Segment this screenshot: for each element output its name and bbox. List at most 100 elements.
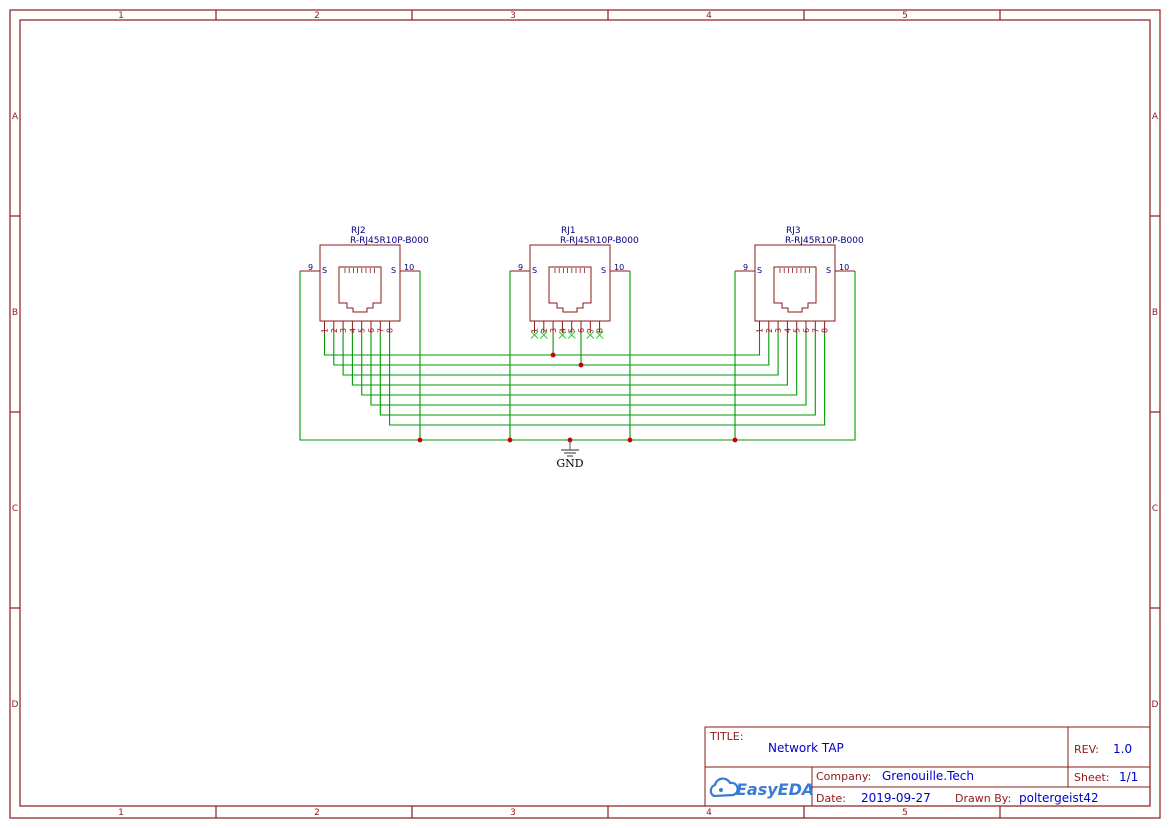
pin-5-number: 5 [793, 328, 802, 333]
pin-6-number: 6 [802, 328, 811, 333]
column-label-top-4: 4 [706, 11, 712, 21]
wire-pair-7 [379, 333, 816, 416]
row-label-right-c: C [1152, 504, 1158, 514]
inner-border [19, 19, 1151, 807]
jack-outline [338, 266, 382, 313]
junction-dot [507, 437, 513, 443]
gnd-rail [299, 271, 856, 441]
no-connect-marker [586, 331, 595, 339]
connector-body [754, 244, 836, 322]
part-number: R-RJ45R10P-B000 [785, 236, 864, 246]
wire-pair-6 [370, 333, 807, 406]
column-dividers [215, 10, 1001, 818]
pin-7-number: 7 [811, 328, 820, 333]
row-label-right-a: A [1152, 112, 1159, 122]
connector-body [319, 244, 401, 322]
row-label-left-a: A [12, 112, 19, 122]
pin-10-label: 10 [839, 263, 849, 272]
pin-6-number: 6 [577, 328, 586, 333]
column-label-bottom-5: 5 [902, 808, 908, 818]
wire-pair-4 [351, 333, 788, 386]
column-label-top-5: 5 [902, 11, 908, 21]
row-label-left-c: C [12, 504, 18, 514]
pin-9-label: 9 [743, 263, 748, 272]
ref-designator: RJ2 [351, 226, 366, 236]
rev-label: REV: [1074, 743, 1099, 756]
title-block: TITLE: Network TAP REV: 1.0 Company: Gre… [704, 726, 1151, 807]
junctions [417, 352, 738, 443]
junction-dot [550, 352, 556, 358]
no-connect-stroke [530, 331, 539, 339]
pin-4-number: 4 [348, 328, 357, 333]
shield-label-left: S [322, 266, 327, 275]
pin-3-number: 3 [339, 328, 348, 333]
no-connect-markers [530, 331, 604, 339]
drawn-by-label: Drawn By: [955, 792, 1011, 805]
wire-pair-1 [323, 333, 761, 356]
wire-pair-5 [361, 333, 798, 396]
pin-1-number: 1 [321, 328, 330, 333]
row-label-right-b: B [1152, 308, 1158, 318]
pin-2-number: 2 [540, 328, 549, 333]
shield-label-left: S [532, 266, 537, 275]
easyeda-logo: EasyEDA [736, 780, 814, 799]
no-connect-stroke [567, 331, 576, 339]
pin-6-number: 6 [367, 328, 376, 333]
pin-3-number: 3 [549, 328, 558, 333]
row-dividers [10, 215, 1160, 609]
junction-dot [578, 362, 584, 368]
column-label-top-2: 2 [314, 11, 320, 21]
column-label-bottom-2: 2 [314, 808, 320, 818]
shield-label-right: S [391, 266, 396, 275]
company-value: Grenouille.Tech [882, 769, 974, 783]
cloud-icon [709, 777, 739, 798]
pin-4-number: 4 [558, 328, 567, 333]
gnd-label: GND [556, 457, 583, 470]
pin-1-number: 1 [756, 328, 765, 333]
shield-label-left: S [757, 266, 762, 275]
column-label-bottom-4: 4 [706, 808, 712, 818]
part-number: R-RJ45R10P-B000 [350, 236, 429, 246]
column-label-bottom-3: 3 [510, 808, 516, 818]
column-label-bottom-1: 1 [118, 808, 124, 818]
wire-pair-2 [333, 333, 770, 366]
no-connect-stroke [595, 331, 604, 339]
pin-8-number: 8 [386, 328, 395, 333]
pin-4-number: 4 [783, 328, 792, 333]
pin-5-number: 5 [568, 328, 577, 333]
no-connect-marker [595, 331, 604, 339]
shield-label-right: S [826, 266, 831, 275]
sheet-value: 1/1 [1119, 770, 1138, 784]
junction-dot [732, 437, 738, 443]
pin-9-label: 9 [308, 263, 313, 272]
row-label-right-d: D [1152, 700, 1159, 710]
column-label-top-1: 1 [118, 11, 124, 21]
no-connect-marker [530, 331, 539, 339]
pin-2-number: 2 [765, 328, 774, 333]
row-label-left-b: B [12, 308, 18, 318]
no-connect-stroke [558, 331, 567, 339]
junction-dot [627, 437, 633, 443]
pin-7-number: 7 [376, 328, 385, 333]
title-label: TITLE: [709, 730, 743, 743]
outer-border [9, 9, 1161, 819]
junction-dot [417, 437, 423, 443]
no-connect-marker [539, 331, 548, 339]
pin-1-number: 1 [531, 328, 540, 333]
pin-2-number: 2 [330, 328, 339, 333]
rev-value: 1.0 [1113, 742, 1132, 756]
gnd-symbol[interactable]: GND [556, 440, 584, 470]
drawn-by-value: poltergeist42 [1019, 791, 1099, 805]
pin-10-label: 10 [404, 263, 414, 272]
pin-3-number: 3 [774, 328, 783, 333]
pin-8-number: 8 [596, 328, 605, 333]
pin-7-number: 7 [586, 328, 595, 333]
wire-pair-8 [389, 333, 826, 426]
sheet-label: Sheet: [1074, 771, 1110, 784]
wires [299, 271, 856, 441]
title-value: Network TAP [768, 741, 844, 755]
